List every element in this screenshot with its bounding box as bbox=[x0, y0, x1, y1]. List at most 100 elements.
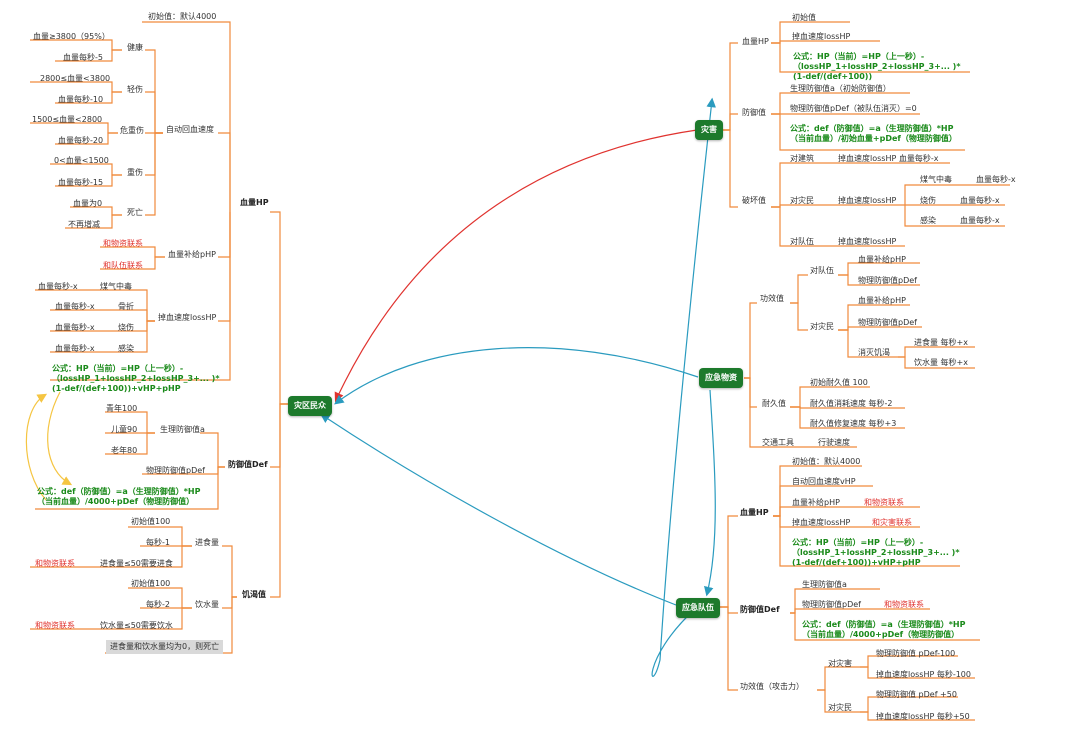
node-team-def[interactable]: 防御值Def bbox=[740, 605, 780, 614]
node-dis-gas-rate[interactable]: 血量每秒-x bbox=[976, 175, 1016, 184]
node-dis-adef[interactable]: 生理防御值a（初始防御值） bbox=[790, 84, 891, 93]
node-youth[interactable]: 青年100 bbox=[106, 404, 138, 413]
node-team-vic-loss[interactable]: 掉血速度lossHP 每秒+50 bbox=[876, 712, 970, 721]
node-sup-effect[interactable]: 功效值 bbox=[760, 294, 784, 303]
team-hub[interactable]: 应急队伍 bbox=[676, 598, 720, 618]
node-team-hp[interactable]: 血量HP bbox=[740, 508, 769, 517]
link-water-supplies[interactable]: 和物资联系 bbox=[35, 621, 75, 630]
node-left-adef[interactable]: 生理防御值a bbox=[160, 425, 205, 434]
node-elder[interactable]: 老年80 bbox=[111, 446, 138, 455]
node-food[interactable]: 进食量 bbox=[195, 538, 219, 547]
node-team-php[interactable]: 血量补给pHP bbox=[792, 498, 840, 507]
node-death-range[interactable]: 血量为0 bbox=[73, 199, 103, 208]
node-sup-dur-loss[interactable]: 耐久值消耗速度 每秒-2 bbox=[810, 399, 893, 408]
link-food-supplies[interactable]: 和物资联系 bbox=[35, 559, 75, 568]
node-burn-rate[interactable]: 血量每秒-x bbox=[55, 323, 95, 332]
node-crit[interactable]: 危重伤 bbox=[120, 126, 144, 135]
node-crit-rate[interactable]: 血量每秒-20 bbox=[58, 136, 104, 145]
node-dis-pdef[interactable]: 物理防御值pDef（被队伍消灭）=0 bbox=[790, 104, 917, 113]
node-dis-burn-rate[interactable]: 血量每秒-x bbox=[960, 196, 1000, 205]
node-sup-eat[interactable]: 进食量 每秒+x bbox=[914, 338, 968, 347]
node-dis-inf-rate[interactable]: 血量每秒-x bbox=[960, 216, 1000, 225]
victims-hub[interactable]: 灾区民众 bbox=[288, 396, 332, 416]
node-heavy[interactable]: 重伤 bbox=[127, 168, 143, 177]
node-dis-to-victims-item[interactable]: 掉血速度lossHP bbox=[838, 196, 897, 205]
node-dis-destroy[interactable]: 破坏值 bbox=[742, 196, 766, 205]
node-food-rate[interactable]: 每秒-1 bbox=[146, 538, 170, 547]
node-left-hp[interactable]: 血量HP bbox=[240, 198, 269, 207]
node-food-rule[interactable]: 进食量≤50需要进食 bbox=[100, 559, 173, 568]
node-heavy-rate[interactable]: 血量每秒-15 bbox=[58, 178, 104, 187]
supplies-hub[interactable]: 应急物资 bbox=[699, 368, 743, 388]
node-sup-to-team[interactable]: 对队伍 bbox=[810, 266, 834, 275]
node-sup-dur-init[interactable]: 初始耐久值 100 bbox=[810, 378, 868, 387]
node-death[interactable]: 死亡 bbox=[127, 208, 143, 217]
node-food-init[interactable]: 初始值100 bbox=[131, 517, 171, 526]
node-team-init[interactable]: 初始值：默认4000 bbox=[792, 457, 861, 466]
node-team-dis-loss[interactable]: 掉血速度lossHP 每秒-100 bbox=[876, 670, 971, 679]
node-inf-rate[interactable]: 血量每秒-x bbox=[55, 344, 95, 353]
node-heavy-range[interactable]: 0<血量<1500 bbox=[54, 156, 109, 165]
node-sup-thirst[interactable]: 消灭饥渴 bbox=[858, 348, 890, 357]
node-crit-range[interactable]: 1500≤血量<2800 bbox=[32, 115, 103, 124]
node-light[interactable]: 轻伤 bbox=[127, 85, 143, 94]
link-team-pdef-supplies[interactable]: 和物资联系 bbox=[884, 600, 924, 609]
node-team-effect[interactable]: 功效值（攻击力） bbox=[740, 682, 804, 691]
node-sup-traffic[interactable]: 交通工具 bbox=[762, 438, 794, 447]
node-dis-gas[interactable]: 煤气中毒 bbox=[920, 175, 952, 184]
node-team-dis-pdef[interactable]: 物理防御值 pDef-100 bbox=[876, 649, 956, 658]
node-frac[interactable]: 骨折 bbox=[118, 302, 134, 311]
node-burn[interactable]: 烧伤 bbox=[118, 323, 134, 332]
node-left-pdef[interactable]: 物理防御值pDef bbox=[146, 466, 205, 475]
node-team-to-vic[interactable]: 对灾民 bbox=[828, 703, 852, 712]
link-php-supplies[interactable]: 和物资联系 bbox=[103, 239, 143, 248]
node-light-rate[interactable]: 血量每秒-10 bbox=[58, 95, 104, 104]
node-sup-v-php[interactable]: 血量补给pHP bbox=[858, 296, 906, 305]
link-php-team[interactable]: 和队伍联系 bbox=[103, 261, 143, 270]
node-dis-to-victims[interactable]: 对灾民 bbox=[790, 196, 814, 205]
node-healthy[interactable]: 健康 bbox=[127, 43, 143, 52]
link-team-loss-disaster[interactable]: 和灾害联系 bbox=[872, 518, 912, 527]
node-sup-v-pdef[interactable]: 物理防御值pDef bbox=[858, 318, 917, 327]
hunger-death-note[interactable]: 进食量和饮水量均为0，则死亡 bbox=[106, 640, 224, 654]
node-frac-rate[interactable]: 血量每秒-x bbox=[55, 302, 95, 311]
node-sup-drink[interactable]: 饮水量 每秒+x bbox=[914, 358, 968, 367]
node-sup-team-php[interactable]: 血量补给pHP bbox=[858, 255, 906, 264]
node-water-rate[interactable]: 每秒-2 bbox=[146, 600, 170, 609]
node-healthy-rate[interactable]: 血量每秒-5 bbox=[63, 53, 103, 62]
node-healthy-range[interactable]: 血量≥3800（95%） bbox=[33, 32, 110, 41]
node-left-php[interactable]: 血量补给pHP bbox=[168, 250, 216, 259]
node-team-loss[interactable]: 掉血速度lossHP bbox=[792, 518, 851, 527]
node-dis-def[interactable]: 防御值 bbox=[742, 108, 766, 117]
node-dis-to-building[interactable]: 对建筑 bbox=[790, 154, 814, 163]
node-gas[interactable]: 煤气中毒 bbox=[100, 282, 132, 291]
node-dis-hp-loss[interactable]: 掉血速度lossHP bbox=[792, 32, 851, 41]
node-light-range[interactable]: 2800≤血量<3800 bbox=[40, 74, 111, 83]
node-team-vic-pdef[interactable]: 物理防御值 pDef +50 bbox=[876, 690, 957, 699]
node-sup-speed[interactable]: 行驶速度 bbox=[818, 438, 850, 447]
node-water[interactable]: 饮水量 bbox=[195, 600, 219, 609]
node-team-to-dis[interactable]: 对灾害 bbox=[828, 659, 852, 668]
node-water-rule[interactable]: 饮水量≤50需要饮水 bbox=[100, 621, 173, 630]
node-team-adef[interactable]: 生理防御值a bbox=[802, 580, 847, 589]
node-sup-dur[interactable]: 耐久值 bbox=[762, 399, 786, 408]
node-team-regen[interactable]: 自动回血速度vHP bbox=[792, 477, 856, 486]
node-water-init[interactable]: 初始值100 bbox=[131, 579, 171, 588]
node-sup-dur-fix[interactable]: 耐久值修复速度 每秒+3 bbox=[810, 419, 897, 428]
node-left-hp-init[interactable]: 初始值：默认4000 bbox=[148, 12, 217, 21]
node-left-loss[interactable]: 掉血速度lossHP bbox=[158, 313, 217, 322]
link-team-php-supplies[interactable]: 和物资联系 bbox=[864, 498, 904, 507]
node-sup-team-pdef[interactable]: 物理防御值pDef bbox=[858, 276, 917, 285]
node-left-def[interactable]: 防御值Def bbox=[228, 460, 268, 469]
node-left-regen[interactable]: 自动回血速度 bbox=[166, 125, 214, 134]
node-dis-to-team[interactable]: 对队伍 bbox=[790, 237, 814, 246]
node-inf[interactable]: 感染 bbox=[118, 344, 134, 353]
node-dis-to-team-item[interactable]: 掉血速度lossHP bbox=[838, 237, 897, 246]
node-dis-hp-init[interactable]: 初始值 bbox=[792, 13, 816, 22]
node-dis-to-building-item[interactable]: 掉血速度lossHP 血量每秒-x bbox=[838, 154, 939, 163]
node-dis-burn[interactable]: 烧伤 bbox=[920, 196, 936, 205]
node-child[interactable]: 儿童90 bbox=[111, 425, 138, 434]
node-dis-hp[interactable]: 血量HP bbox=[742, 37, 769, 46]
node-hunger[interactable]: 饥渴值 bbox=[242, 590, 266, 599]
node-death-rate[interactable]: 不再增减 bbox=[68, 220, 100, 229]
